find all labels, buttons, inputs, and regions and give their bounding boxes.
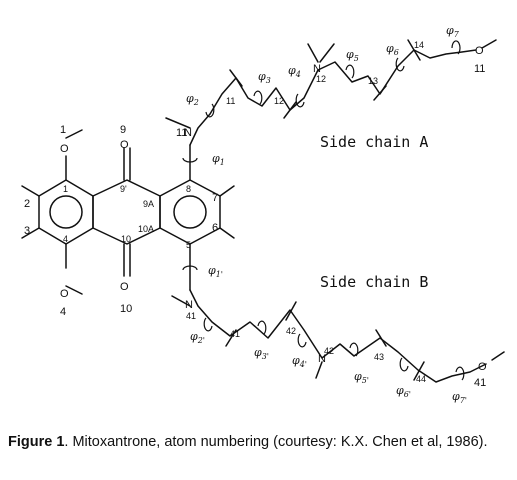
torsion-phi4-prime: φ4' [292, 354, 307, 369]
oxygen-o10: O [120, 281, 129, 293]
torsion-phi2: φ2 [186, 92, 199, 107]
side-chain-b-title: Side chain B [320, 273, 428, 291]
label-c1: 1 [63, 184, 68, 194]
label-c6: 6 [212, 222, 218, 234]
side-chain-b-labels: N 41 41 42 N 42 43 44 O 41 φ1' φ2' φ3' φ… [182, 264, 487, 405]
torsion-phi6-prime: φ6' [396, 384, 411, 399]
oxygen-o1: O [60, 143, 69, 155]
rotation-arrow-phi7 [451, 40, 461, 55]
label-o4-number: 4 [60, 306, 66, 318]
label-o10-number: 10 [120, 303, 132, 315]
figure-caption-text: . Mitoxantrone, atom numbering (courtesy… [64, 434, 488, 450]
atom-c13: 13 [368, 76, 378, 86]
torsion-phi1-prime: φ1' [208, 264, 223, 279]
oxygen-o11: O [475, 45, 484, 57]
oxygen-o4: O [60, 288, 69, 300]
core-atom-labels: 1 O 9 O 9' 9A 10A 10 O 10 1 2 3 4 O 4 5 … [24, 124, 218, 318]
atom-c43: 43 [374, 352, 384, 362]
atom-n12: N [313, 63, 321, 75]
torsion-phi7: φ7 [446, 24, 460, 39]
torsion-phi5-prime: φ5' [354, 370, 369, 385]
torsion-phi4: φ4 [288, 64, 301, 79]
rotation-arrow-phi2 [205, 103, 215, 118]
label-c7: 7 [212, 192, 218, 204]
atom-n12-number: 12 [316, 74, 326, 84]
rotation-arrow-phi6-prime [399, 357, 409, 372]
torsion-phi2-prime: φ2' [190, 330, 205, 345]
atom-c41: 41 [230, 329, 240, 339]
label-c3: 3 [24, 225, 30, 237]
atom-n11-number: 11 [176, 127, 187, 139]
side-chain-a-labels: 11 N 11 12 N 12 13 14 O 11 φ1 φ2 φ3 φ4 φ… [176, 24, 485, 167]
rotation-arrow-phi5-prime [349, 342, 359, 357]
atom-n41-number: 41 [186, 311, 196, 321]
anthraquinone-core [21, 129, 235, 295]
rotation-arrow-phi5 [345, 64, 355, 79]
label-c8: 8 [186, 184, 191, 194]
atom-n42: N [318, 353, 326, 365]
rotation-arrow-phi7-prime [455, 366, 465, 381]
torsion-phi6: φ6 [386, 42, 399, 57]
figure-caption-label: Figure 1 [8, 434, 65, 450]
side-chain-a-title: Side chain A [320, 133, 428, 151]
rotation-arrow-phi3-prime [257, 320, 267, 335]
rotation-arrow-phi6 [395, 57, 405, 72]
label-o9-number: 9 [120, 124, 126, 136]
label-c10a: 10A [138, 224, 154, 234]
oxygen-o41: O [478, 361, 487, 373]
torsion-phi3-prime: φ3' [254, 346, 269, 361]
atom-n11: N [184, 127, 192, 139]
label-c4: 4 [63, 234, 68, 244]
rotation-arrow-phi3 [253, 90, 263, 105]
figure-caption: Figure 1. Mitoxantrone, atom numbering (… [8, 433, 513, 452]
label-c9a: 9A [143, 199, 154, 209]
torsion-phi5: φ5 [346, 48, 359, 63]
atom-c14: 14 [414, 40, 424, 50]
rotation-arrow-phi1-prime [182, 265, 198, 271]
atom-o11-number: 11 [474, 63, 485, 75]
atom-o41-number: 41 [474, 377, 486, 389]
side-chain-b [171, 289, 505, 383]
label-c2: 2 [24, 198, 30, 210]
label-c10: 10 [121, 234, 131, 244]
atom-c44: 44 [416, 374, 426, 384]
rotation-arrow-phi1 [182, 157, 198, 163]
atom-c12: 12 [274, 96, 284, 106]
label-c5: 5 [186, 240, 191, 250]
torsion-phi3: φ3 [258, 70, 271, 85]
atom-n42-number: 42 [324, 346, 334, 356]
torsion-phi1: φ1 [212, 152, 225, 167]
atom-n41: N [185, 299, 193, 311]
label-o1-number: 1 [60, 124, 66, 136]
rotation-arrow-phi4-prime [297, 333, 307, 348]
side-chain-a [165, 39, 497, 146]
torsion-phi7-prime: φ7' [452, 390, 467, 405]
atom-c11: 11 [226, 96, 235, 106]
mitoxantrone-structure-diagram: 1 O 9 O 9' 9A 10A 10 O 10 1 2 3 4 O 4 5 … [21, 24, 505, 405]
rotation-arrow-phi2-prime [203, 317, 213, 332]
label-c9p: 9' [120, 184, 127, 194]
oxygen-o9: O [120, 139, 129, 151]
atom-c42: 42 [286, 326, 296, 336]
rotation-arrow-phi4 [295, 93, 305, 108]
